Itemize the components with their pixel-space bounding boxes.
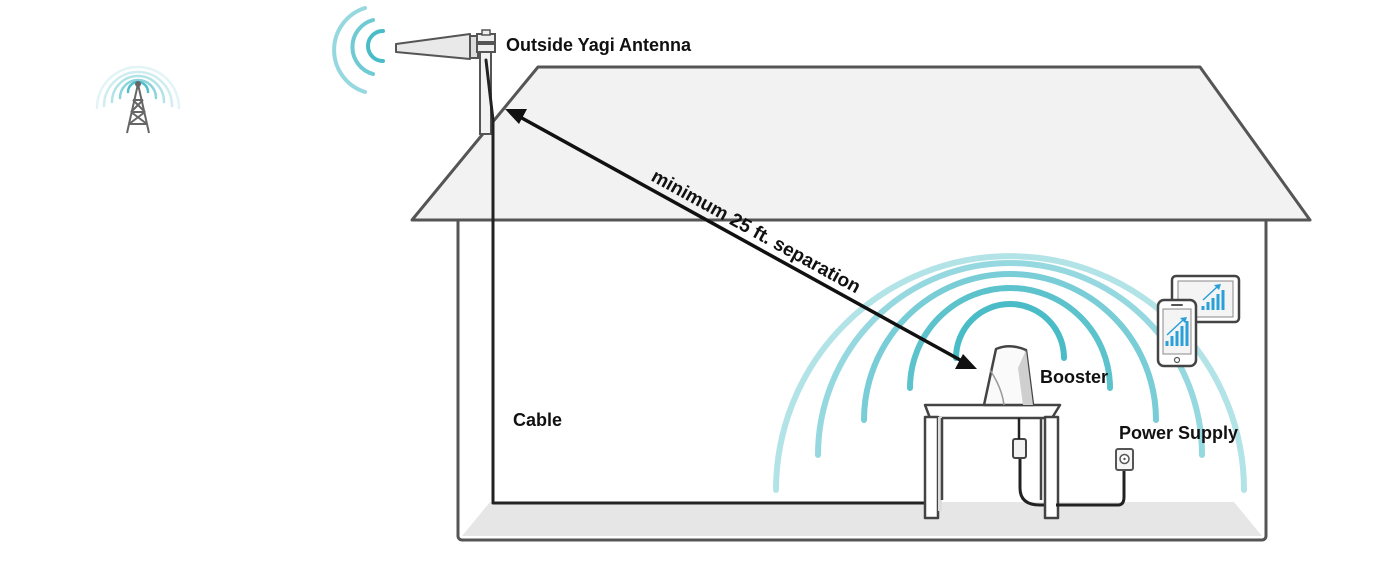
power-brick — [1012, 418, 1027, 459]
smartphone-icon — [1156, 298, 1198, 368]
power-outlet-icon — [1115, 448, 1134, 471]
house-walls — [456, 208, 1268, 542]
separation-arrow — [505, 109, 977, 369]
floor — [462, 502, 1262, 536]
booster-icon — [982, 345, 1035, 407]
power-cable — [1056, 467, 1126, 507]
yagi-antenna-icon — [332, 6, 496, 135]
table — [923, 403, 1062, 520]
power-supply-label: Power Supply — [1119, 423, 1238, 443]
wave-ring-5 — [773, 253, 1247, 493]
antenna-body — [395, 33, 471, 60]
roof — [410, 65, 1312, 222]
cell-tower-icon — [95, 65, 181, 134]
wave-ring-3 — [861, 271, 1159, 423]
wave-ring-2 — [907, 285, 1113, 391]
cable-label: Cable — [513, 410, 562, 430]
wave-ring-1 — [953, 301, 1067, 361]
signal-bars-icon — [1201, 290, 1225, 310]
signal-bars-icon — [1165, 321, 1189, 346]
cable — [484, 58, 1050, 507]
antenna-label: Outside Yagi Antenna — [506, 35, 692, 55]
booster-label: Booster — [1040, 367, 1108, 387]
